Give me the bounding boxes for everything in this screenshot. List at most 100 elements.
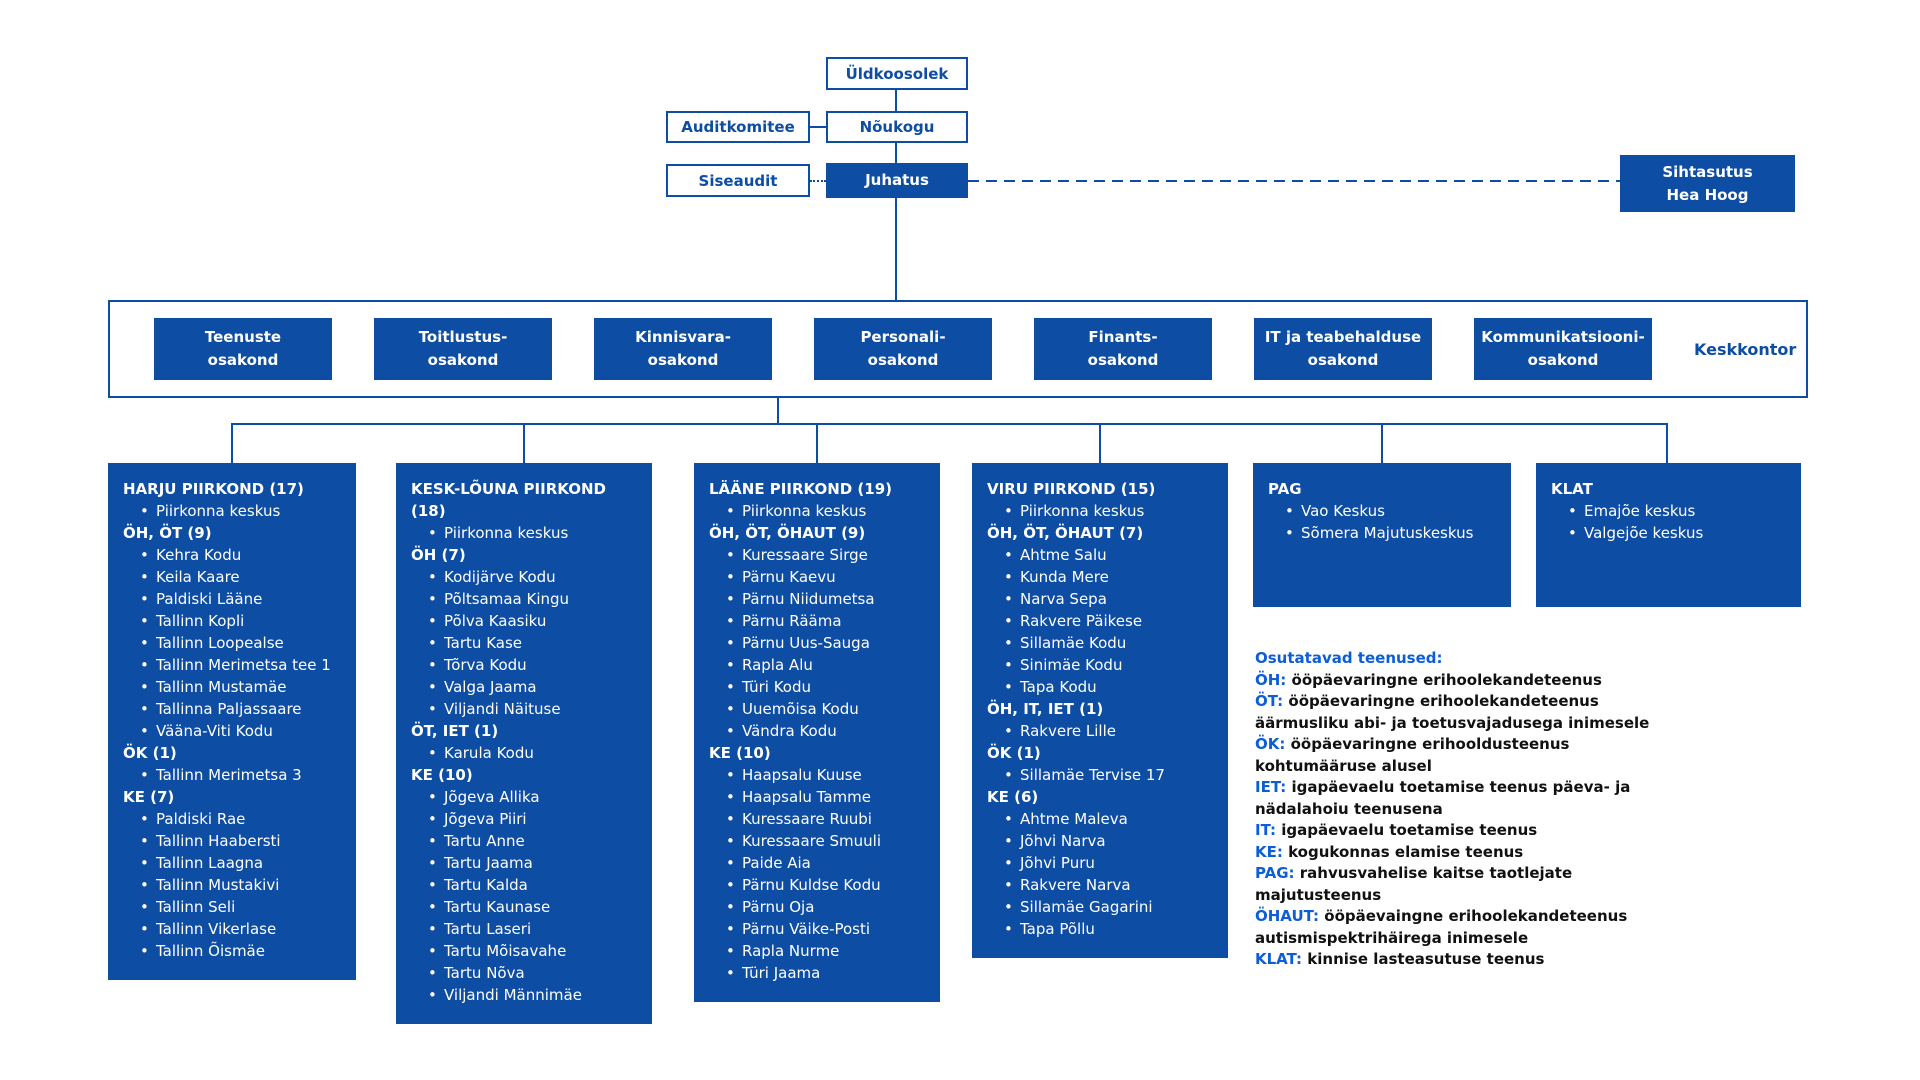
bullet-icon: • bbox=[726, 920, 735, 938]
department-box: Toitlustus- osakond bbox=[374, 318, 552, 380]
list-item-label: Paide Aia bbox=[742, 854, 811, 872]
list-item: •Tallinn Laagna bbox=[123, 852, 348, 874]
list-item: •Haapsalu Kuuse bbox=[709, 764, 932, 786]
list-item: •Tartu Nõva bbox=[411, 962, 644, 984]
list-item: • Sillamäe Tervise 17 bbox=[987, 764, 1220, 786]
bullet-icon: • bbox=[726, 854, 735, 872]
list-item: • Uuemõisa Kodu bbox=[709, 698, 932, 720]
list-item: •Jõgeva Piiri bbox=[411, 808, 644, 830]
list-item: •Jõhvi Narva bbox=[987, 830, 1220, 852]
bullet-icon: • bbox=[140, 766, 149, 784]
service-group-header: KE (10) bbox=[709, 744, 771, 762]
bullet-icon: • bbox=[726, 898, 735, 916]
sihtasutus-hea-hoog-box: Sihtasutus Hea Hoog bbox=[1620, 155, 1795, 212]
bullet-icon: • bbox=[428, 590, 437, 608]
list-item: •Kuressaare Smuuli bbox=[709, 830, 932, 852]
bullet-icon: • bbox=[1004, 678, 1013, 696]
bullet-icon: • bbox=[1568, 524, 1577, 542]
list-item-label: Rakvere Narva bbox=[1020, 876, 1131, 894]
bullet-icon: • bbox=[1004, 722, 1013, 740]
list-item-label: Tallinn Merimetsa 3 bbox=[156, 766, 302, 784]
bullet-icon: • bbox=[428, 810, 437, 828]
connector-drop-harju bbox=[231, 423, 233, 463]
legend-entry: IT: igapäevaelu toetamise teenus bbox=[1255, 820, 1670, 842]
connector-drop-viru bbox=[1099, 423, 1101, 463]
bullet-icon: • bbox=[1004, 810, 1013, 828]
bullet-icon: • bbox=[726, 700, 735, 718]
list-item-label: Tartu Kase bbox=[444, 634, 523, 652]
list-item-label: Haapsalu Tamme bbox=[742, 788, 871, 806]
list-item: •Tallinn Õismäe bbox=[123, 940, 348, 962]
region-title: VIRU PIIRKOND (15) bbox=[987, 480, 1156, 498]
list-item: •Vääna-Viti Kodu bbox=[123, 720, 348, 742]
list-item: •Karula Kodu bbox=[411, 742, 644, 764]
bullet-icon: • bbox=[1004, 832, 1013, 850]
list-item-label: Keila Kaare bbox=[156, 568, 240, 586]
region-title: PAG bbox=[1268, 480, 1302, 498]
bullet-icon: • bbox=[140, 634, 149, 652]
bullet-icon: • bbox=[428, 854, 437, 872]
list-item-label: Ahtme Salu bbox=[1020, 546, 1107, 564]
bullet-icon: • bbox=[726, 788, 735, 806]
bullet-icon: • bbox=[726, 656, 735, 674]
service-group-header: KE (10) bbox=[411, 766, 473, 784]
list-item: •Tartu Laseri bbox=[411, 918, 644, 940]
bullet-icon: • bbox=[726, 612, 735, 630]
list-item-label: Tartu Mõisavahe bbox=[444, 942, 567, 960]
bullet-icon: • bbox=[726, 634, 735, 652]
list-item: •Kehra Kodu bbox=[123, 544, 348, 566]
list-item-label: Tallinn Vikerlase bbox=[156, 920, 277, 938]
service-group-header: ÖH, IT, IET (1) bbox=[987, 700, 1104, 718]
list-item-label: Sillamäe Kodu bbox=[1020, 634, 1127, 652]
list-item: •Tallinn Mustamäe bbox=[123, 676, 348, 698]
bullet-icon: • bbox=[1004, 766, 1013, 784]
list-item: •Paldiski Lääne bbox=[123, 588, 348, 610]
connector-uldkoosolek-noukogu bbox=[895, 90, 897, 111]
list-item-label: Uuemõisa Kodu bbox=[742, 700, 859, 718]
legend-entry: IET: igapäevaelu toetamise teenus päeva-… bbox=[1255, 777, 1670, 820]
connector-drop-kesk-louna bbox=[523, 423, 525, 463]
list-item: •Piirkonna keskus bbox=[987, 500, 1220, 522]
list-item-label: Pärnu Väike-Posti bbox=[742, 920, 871, 938]
list-item-label: Rakvere Lille bbox=[1020, 722, 1116, 740]
bullet-icon: • bbox=[428, 832, 437, 850]
list-item-label: Tartu Nõva bbox=[444, 964, 525, 982]
legend-text: ööpäevaringne erihoolekandeteenus äärmus… bbox=[1255, 692, 1650, 732]
list-item-label: Piirkonna keskus bbox=[742, 502, 867, 520]
department-box: IT ja teabehalduse osakond bbox=[1254, 318, 1432, 380]
bullet-icon: • bbox=[140, 942, 149, 960]
legend: Osutatavad teenused: ÖH: ööpäevaringne e… bbox=[1255, 648, 1670, 971]
department-box: Kommunikatsiooni- osakond bbox=[1474, 318, 1652, 380]
bullet-icon: • bbox=[1004, 876, 1013, 894]
bullet-icon: • bbox=[140, 656, 149, 674]
list-item-label: Kuressaare Sirge bbox=[742, 546, 868, 564]
bullet-icon: • bbox=[1004, 656, 1013, 674]
legend-text: igapäevaelu toetamise teenus bbox=[1276, 821, 1538, 839]
list-item: •Tallinna Paljassaare bbox=[123, 698, 348, 720]
bullet-icon: • bbox=[428, 678, 437, 696]
list-item: •Tartu Kase bbox=[411, 632, 644, 654]
list-item-label: Tartu Anne bbox=[444, 832, 525, 850]
bullet-icon: • bbox=[1004, 898, 1013, 916]
bullet-icon: • bbox=[1004, 568, 1013, 586]
list-item: •Tallinn Kopli bbox=[123, 610, 348, 632]
keskkontor-label: Keskkontor bbox=[1694, 339, 1797, 359]
region-box: KESK-LÕUNA PIIRKOND (18)•Piirkonna kesku… bbox=[396, 463, 652, 1024]
legend-entry: ÖHAUT: ööpäevaingne erihoolekandeteenus … bbox=[1255, 906, 1670, 949]
list-item-label: Ahtme Maleva bbox=[1020, 810, 1128, 828]
list-item-label: Sillamäe Tervise 17 bbox=[1020, 766, 1165, 784]
department-box: Personali- osakond bbox=[814, 318, 992, 380]
list-item-label: Karula Kodu bbox=[444, 744, 534, 762]
list-item-label: Tallinn Laagna bbox=[156, 854, 264, 872]
list-item: • Pärnu Väike-Posti bbox=[709, 918, 932, 940]
uldkoosolek-box: Üldkoosolek bbox=[826, 57, 968, 90]
bullet-icon: • bbox=[140, 590, 149, 608]
list-item: •Pärnu Rääma bbox=[709, 610, 932, 632]
list-item: •Emajõe keskus bbox=[1551, 500, 1793, 522]
bullet-icon: • bbox=[1285, 502, 1294, 520]
bullet-icon: • bbox=[428, 920, 437, 938]
list-item: • Tallinn Merimetsa 3 bbox=[123, 764, 348, 786]
bullet-icon: • bbox=[428, 568, 437, 586]
